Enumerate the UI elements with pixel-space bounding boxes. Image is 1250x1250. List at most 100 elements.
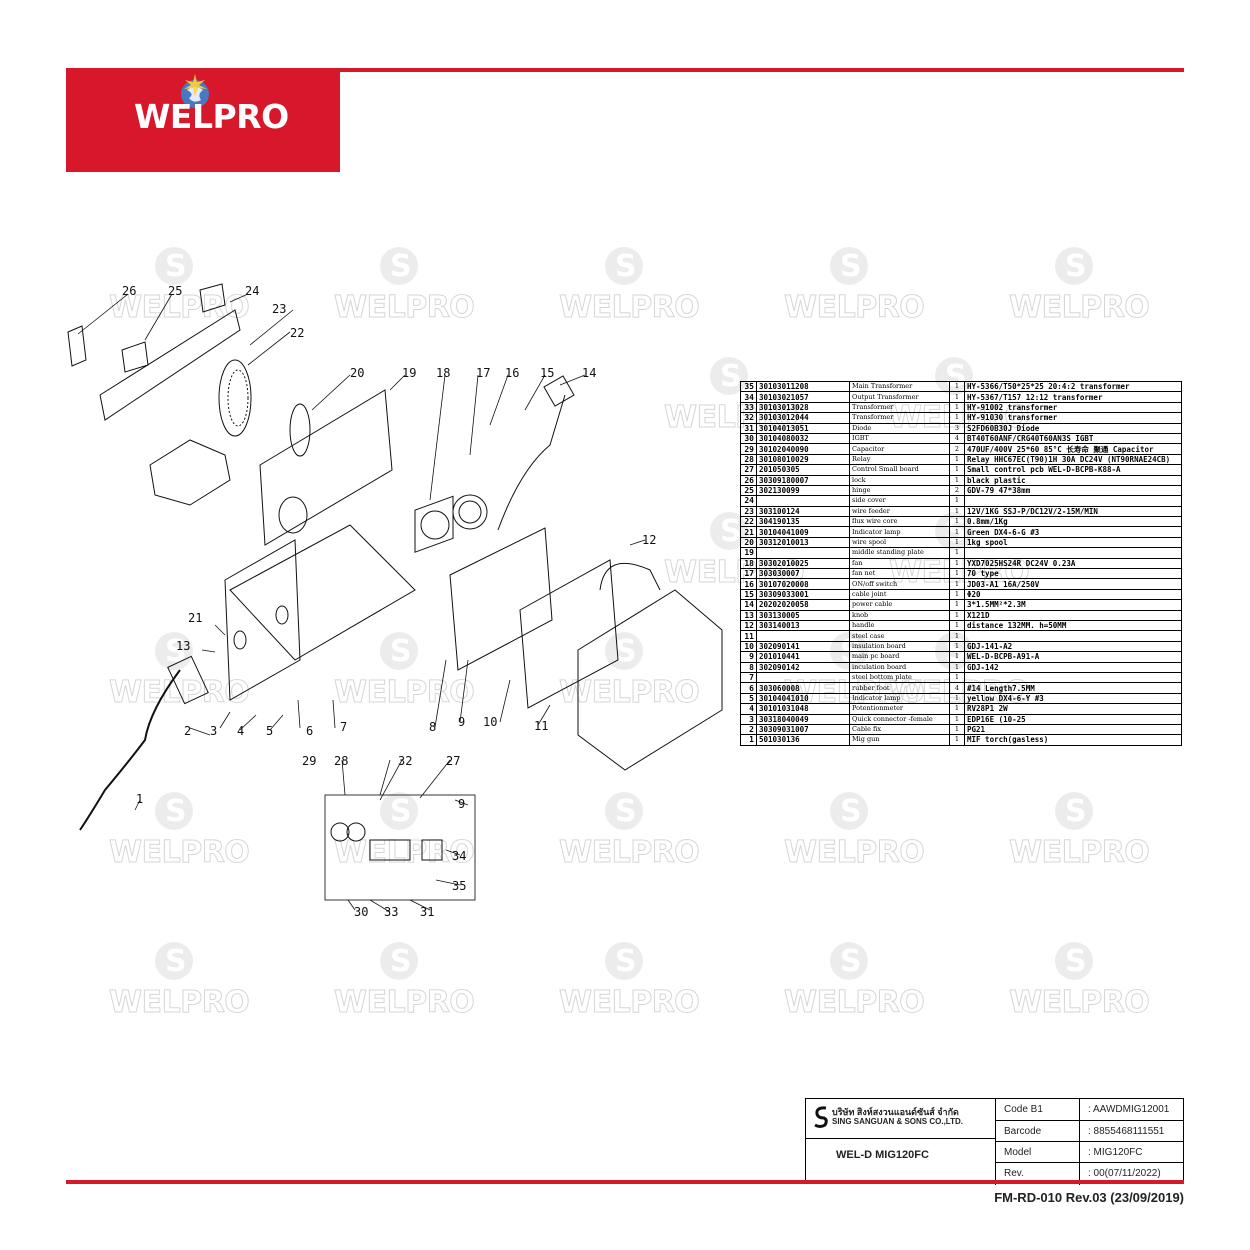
part-spec-cell: [964, 495, 1182, 507]
part-number-cell: 5: [740, 692, 757, 705]
callout-21: 21: [188, 611, 202, 625]
part-code-cell: 302090141: [756, 640, 850, 653]
part-qty-cell: 1: [949, 453, 965, 466]
part-spec-cell: EDP16E (10-25: [964, 713, 1182, 725]
part-code-cell: 302130099: [756, 484, 850, 497]
footer-label: Barcode: [1004, 1126, 1042, 1137]
watermark-text: WELPRO: [783, 835, 925, 871]
callout-1: 1: [136, 792, 143, 806]
part-number-cell: 26: [740, 474, 757, 486]
hinge-shape: [121, 341, 149, 373]
callout-23: 23: [272, 302, 286, 316]
part-number-cell: 32: [740, 412, 757, 424]
part-number-cell: 1: [740, 734, 757, 746]
watermark-text: WELPRO: [333, 985, 475, 1021]
footer-label-cell: Code B1: [996, 1099, 1080, 1121]
part-number-cell: 34: [740, 391, 757, 403]
form-code: FM-RD-010 Rev.03 (23/09/2019): [994, 1190, 1184, 1205]
logo-globe-icon: [181, 74, 209, 108]
part-number-cell: 4: [740, 703, 757, 715]
part-qty-cell: 1: [949, 723, 965, 736]
part-number-cell: 29: [740, 443, 757, 455]
part-number-cell: 7: [740, 671, 757, 684]
part-code-cell: 303140013: [756, 619, 850, 632]
part-spec-cell: 3*1.5MM²*2.3M: [964, 599, 1182, 611]
part-code-cell: 30104041009: [756, 526, 850, 538]
part-code-cell: 304190135: [756, 516, 850, 528]
company-cell: บริษัท สิงห์สงวนแอนด์ซันส์ จำกัด SING SA…: [806, 1099, 996, 1139]
part-name-cell: steel case: [849, 630, 950, 642]
part-spec-cell: #14 Length7.5MM: [964, 682, 1182, 694]
part-qty-cell: 1: [949, 536, 965, 549]
callout-19: 19: [402, 366, 416, 380]
footer-value: : 8855468111551: [1088, 1126, 1165, 1137]
part-number-cell: 15: [740, 588, 757, 601]
part-spec-cell: [964, 630, 1182, 642]
insulation-board-shape: [519, 559, 619, 709]
side-cover-shape: [99, 309, 241, 421]
part-qty-cell: 1: [949, 578, 965, 590]
part-name-cell: Potentionmeter: [849, 703, 950, 715]
footer-value-cell: : AAWDMIG12001: [1080, 1099, 1184, 1121]
footer-value: : 00(07/11/2022): [1088, 1168, 1161, 1179]
callout-6: 6: [306, 724, 313, 738]
control-board-detail: [324, 794, 476, 901]
part-code-cell: 30104080032: [756, 432, 850, 445]
wire-feeder-shape: [149, 439, 231, 506]
callout-25: 25: [168, 284, 182, 298]
company-name-thai: บริษัท สิงห์สงวนแอนด์ซันส์ จำกัด: [832, 1107, 959, 1117]
part-name-cell: Output Transformer: [849, 391, 950, 403]
part-code-cell: 30101031048: [756, 703, 850, 715]
part-code-cell: 30108010029: [756, 453, 850, 466]
part-code-cell: [756, 547, 850, 559]
watermark-text: WELPRO: [1008, 290, 1150, 326]
mig-gun-shape: [79, 669, 181, 831]
part-code-cell: [756, 495, 850, 507]
part-spec-cell: GDV-79 47*38mm: [964, 484, 1182, 497]
middle-standing-plate: [259, 389, 393, 546]
part-qty-cell: 1: [949, 380, 965, 393]
callout-27: 27: [446, 754, 460, 768]
footer-label-cell: Barcode: [996, 1121, 1080, 1142]
part-name-cell: fan net: [849, 568, 950, 580]
part-number-cell: 19: [740, 547, 757, 559]
watermark-text: WELPRO: [1008, 835, 1150, 871]
part-name-cell: Indicator lamp: [849, 692, 950, 705]
part-code-cell: 30103012044: [756, 412, 850, 424]
part-qty-cell: 1: [949, 526, 965, 538]
part-code-cell: 303100124: [756, 505, 850, 518]
part-code-cell: 30309031007: [756, 723, 850, 736]
part-spec-cell: GDJ-141-A2: [964, 640, 1182, 653]
steel-bottom-plate: [229, 524, 416, 661]
callout-28: 28: [334, 754, 348, 768]
part-spec-cell: GDJ-142: [964, 661, 1182, 673]
callout-8: 8: [429, 720, 436, 734]
footer-label: Rev.: [1004, 1168, 1024, 1179]
part-number-cell: 35: [740, 380, 757, 393]
part-number-cell: 10: [740, 640, 757, 653]
company-name-english: SING SANGUAN & SONS CO.,LTD.: [832, 1117, 963, 1126]
part-name-cell: Capacitor: [849, 443, 950, 455]
part-qty-cell: 1: [949, 619, 965, 632]
part-spec-cell: BT40T60ANF/CRG40T60AN3S IGBT: [964, 432, 1182, 445]
part-code-cell: 30103011208: [756, 380, 850, 393]
callout-24: 24: [245, 284, 259, 298]
part-number-cell: 11: [740, 630, 757, 642]
main-pc-board-shape: [449, 527, 553, 671]
part-number-cell: 31: [740, 422, 757, 434]
